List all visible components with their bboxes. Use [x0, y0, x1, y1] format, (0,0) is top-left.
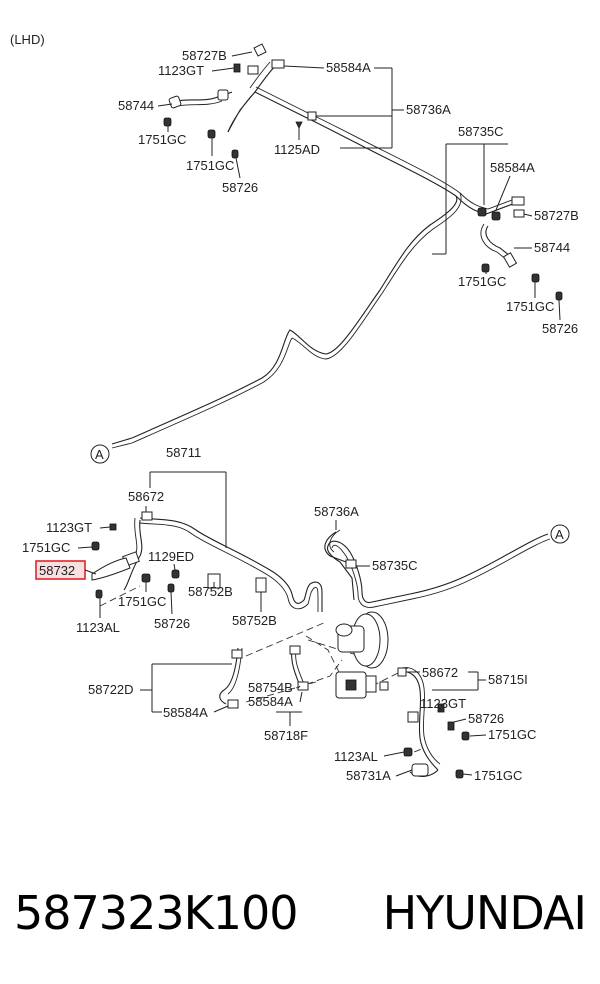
label-58735C: 58735C	[458, 124, 504, 139]
variant-label: (LHD)	[10, 32, 45, 47]
label-1125AD: 1125AD	[274, 142, 320, 157]
label-58736A: 58736A	[314, 504, 359, 519]
label-1751GC: 1751GC	[506, 299, 554, 314]
label-1123AL: 1123AL	[334, 749, 378, 764]
label-58736A: 58736A	[406, 102, 451, 117]
label-1129ED: 1129ED	[148, 549, 194, 564]
label-1123GT: 1123GT	[158, 63, 204, 78]
label-1123AL: 1123AL	[76, 620, 120, 635]
label-58722D: 58722D	[88, 682, 134, 697]
label-1123GT: 1123GT	[420, 696, 466, 711]
label-58726: 58726	[154, 616, 190, 631]
brake-line-diagram: (LHD)	[10, 32, 579, 783]
label-58727B: 58727B	[534, 208, 579, 223]
label-1751GC: 1751GC	[488, 727, 536, 742]
svg-text:A: A	[95, 447, 104, 462]
label-1751GC: 1751GC	[458, 274, 506, 289]
label-1751GC: 1751GC	[118, 594, 166, 609]
label-1123GT: 1123GT	[46, 520, 92, 535]
label-58715I: 58715I	[488, 672, 528, 687]
callout-a-bottom: A	[550, 524, 570, 544]
label-58672: 58672	[422, 665, 458, 680]
label-1751GC: 1751GC	[138, 132, 186, 147]
label-58584A: 58584A	[490, 160, 535, 175]
label-58726: 58726	[468, 711, 504, 726]
label-1751GC: 1751GC	[186, 158, 234, 173]
callout-a-top: A	[90, 444, 110, 464]
label-58584A: 58584A	[248, 694, 293, 709]
label-58744: 58744	[534, 240, 570, 255]
label-58752B: 58752B	[188, 584, 233, 599]
label-58672: 58672	[128, 489, 164, 504]
label-58752B: 58752B	[232, 613, 277, 628]
label-1751GC: 1751GC	[22, 540, 70, 555]
label-58731A: 58731A	[346, 768, 391, 783]
master-cylinder	[335, 611, 389, 699]
label-58711: 58711	[166, 445, 201, 460]
top-labels: 58727B 1123GT 58584A 58744 58736A 1751GC…	[118, 48, 579, 336]
main-brake-pipe	[111, 61, 521, 449]
label-58754B: 58754B	[248, 680, 293, 695]
label-58584A: 58584A	[163, 705, 208, 720]
label-58726: 58726	[542, 321, 578, 336]
label-58727B: 58727B	[182, 48, 227, 63]
top-fittings	[163, 43, 563, 301]
highlighted-part-label: 58732	[39, 563, 75, 578]
part-number: 587323K100	[14, 886, 299, 940]
guide-lines	[99, 585, 425, 757]
bottom-labels: 58711 58672 1123GT 1751GC 1129ED 58732 1…	[22, 445, 536, 783]
label-58584A: 58584A	[326, 60, 371, 75]
label-58735C: 58735C	[372, 558, 418, 573]
part-footer: 587323K100 HYUNDAI	[0, 878, 600, 948]
svg-text:A: A	[555, 527, 564, 542]
label-1751GC: 1751GC	[474, 768, 522, 783]
label-58726: 58726	[222, 180, 258, 195]
brand-name: HYUNDAI	[382, 886, 587, 940]
label-58744: 58744	[118, 98, 154, 113]
bottom-fittings	[91, 511, 470, 779]
label-58718F: 58718F	[264, 728, 308, 743]
